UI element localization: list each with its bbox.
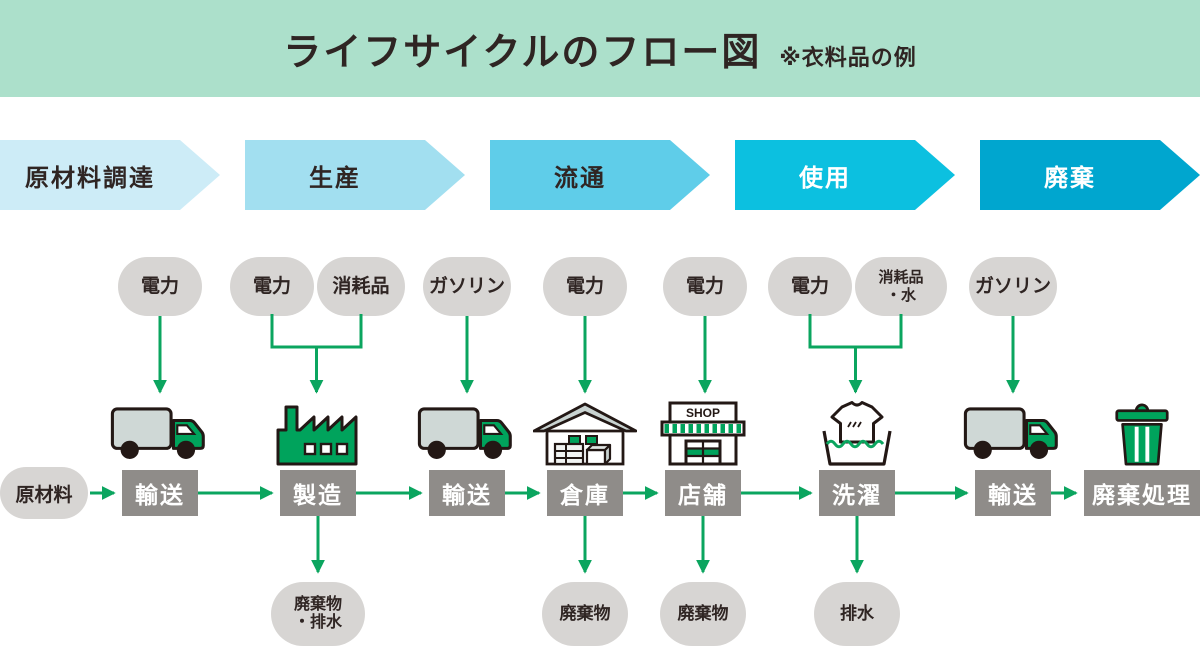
- source-pill-raw-material: 原材料: [0, 467, 88, 519]
- input-bubble-consumables: 消耗品: [317, 257, 405, 316]
- input-bubble-gasoline-2: ガソリン: [969, 257, 1057, 316]
- output-bubble-wastewater: 排水: [814, 582, 900, 646]
- step-box-store: 店舗: [665, 470, 741, 516]
- input-bubble-consumables-water: 消耗品 ・水: [855, 257, 947, 316]
- input-bubble-gasoline-1: ガソリン: [423, 257, 511, 316]
- truck-icon: [963, 407, 1058, 459]
- input-bubble-electricity-4: 電力: [663, 257, 747, 316]
- warehouse-icon: [532, 402, 638, 466]
- page-subtitle: ※衣料品の例: [779, 45, 917, 70]
- icon-wrap-manufacturing: [268, 400, 368, 473]
- input-bubble-electricity-1: 電力: [118, 257, 202, 316]
- icon-wrap-transport1: [110, 400, 210, 471]
- step-box-manufacturing: 製造: [280, 470, 356, 516]
- step-box-washing: 洗濯: [819, 470, 895, 516]
- stage-banner-procurement: 原材料調達: [0, 140, 220, 210]
- shop-sign-text: SHOP: [686, 406, 720, 420]
- step-box-disposal: 廃棄処理: [1084, 470, 1200, 516]
- stage-banner-production: 生産: [245, 140, 465, 210]
- icon-wrap-warehouse: [532, 400, 638, 473]
- shop-icon: SHOP: [660, 401, 746, 466]
- merge-wire-production-inputs: [270, 314, 363, 349]
- icon-wrap-store: SHOP: [653, 400, 753, 473]
- header-band: ライフサイクルのフロー図 ※衣料品の例: [0, 0, 1200, 97]
- stage-banner-disposal: 廃棄: [980, 140, 1200, 210]
- stage-banner-distribution: 流通: [490, 140, 710, 210]
- icon-wrap-transport2: [417, 400, 517, 471]
- icon-wrap-washing: [807, 400, 907, 473]
- step-box-warehouse: 倉庫: [547, 470, 623, 516]
- stage-banner-use: 使用: [735, 140, 955, 210]
- title-wrap: ライフサイクルのフロー図 ※衣料品の例: [283, 21, 917, 76]
- output-bubble-waste-2: 廃棄物: [660, 582, 746, 646]
- merge-wire-use-inputs: [808, 314, 903, 349]
- truck-icon: [417, 407, 512, 459]
- input-bubble-electricity-5: 電力: [768, 257, 852, 316]
- factory-icon: [276, 405, 358, 466]
- input-bubble-electricity-2: 電力: [230, 257, 314, 316]
- output-bubble-waste-wastewater: 廃棄物 ・排水: [271, 582, 365, 646]
- step-box-transport1: 輸送: [122, 470, 198, 516]
- input-bubble-electricity-3: 電力: [543, 257, 627, 316]
- page-title: ライフサイクルのフロー図: [283, 32, 762, 74]
- truck-icon: [110, 407, 205, 459]
- output-bubble-waste-1: 廃棄物: [542, 582, 628, 646]
- laundry-icon: [822, 401, 892, 466]
- trash-icon: [1115, 403, 1169, 466]
- icon-wrap-disposal: [1107, 402, 1177, 473]
- step-box-transport2: 輸送: [429, 470, 505, 516]
- icon-wrap-transport3: [963, 400, 1063, 471]
- step-box-transport3: 輸送: [975, 470, 1051, 516]
